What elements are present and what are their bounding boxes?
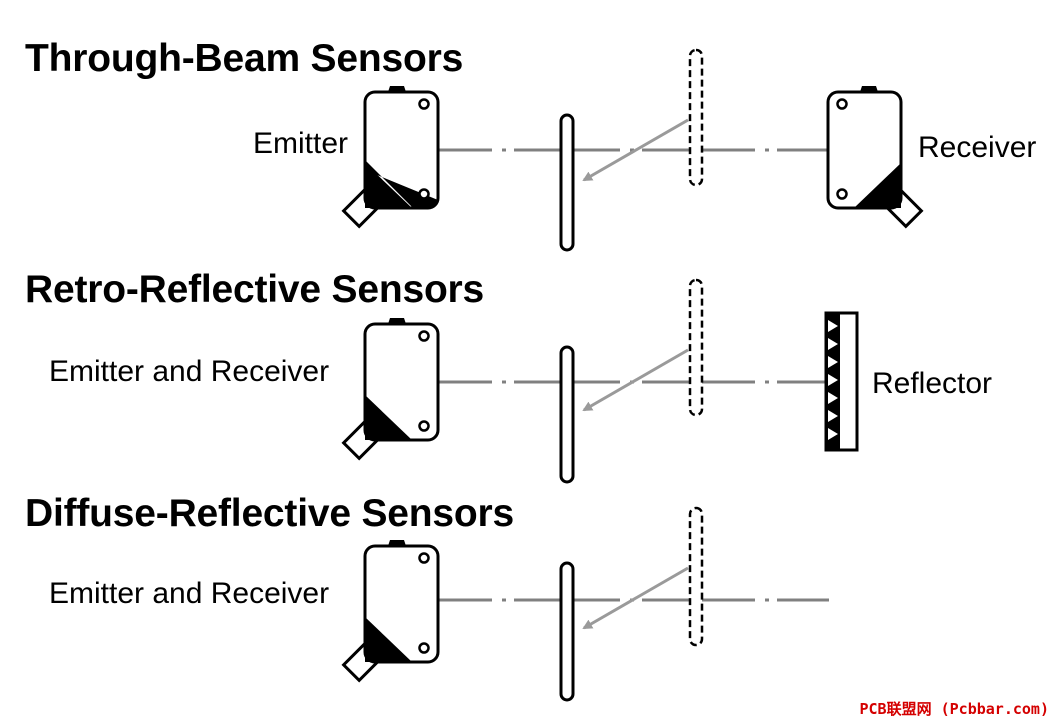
detected-object-dashed-retro (688, 278, 704, 417)
receiver-label: Receiver (918, 131, 1037, 164)
receiver-sensor-icon (826, 86, 924, 229)
through-beam-section (341, 48, 924, 252)
emitter-and-receiver-label-diffuse: Emitter and Receiver (49, 577, 330, 610)
detected-object-solid-diffuse (559, 561, 575, 702)
object-movement-arrow-retro (582, 348, 689, 412)
reflector-label: Reflector (872, 367, 993, 400)
emitter-receiver-sensor-icon-diffuse (341, 540, 440, 683)
diffuse-reflective-section (341, 506, 829, 702)
section-title-retro-reflective: Retro-Reflective Sensors (25, 268, 485, 311)
detected-object-dashed-diffuse (688, 506, 704, 647)
emitter-and-receiver-label-retro: Emitter and Receiver (49, 355, 330, 388)
watermark-text: PCB联盟网 (Pcbbar.com) (859, 700, 1050, 718)
detected-object-solid-retro (559, 345, 575, 484)
reflector-icon (824, 311, 859, 452)
object-movement-arrow-diffuse (582, 566, 689, 630)
detected-object-dashed (688, 48, 704, 187)
emitter-sensor-icon (341, 86, 440, 229)
emitter-label: Emitter (253, 127, 349, 160)
object-movement-arrow (582, 118, 689, 182)
detected-object-solid (559, 113, 575, 252)
section-title-diffuse-reflective: Diffuse-Reflective Sensors (25, 492, 514, 535)
retro-reflective-section (341, 278, 859, 484)
emitter-receiver-sensor-icon-retro (341, 318, 440, 461)
section-title-through-beam: Through-Beam Sensors (25, 37, 464, 80)
